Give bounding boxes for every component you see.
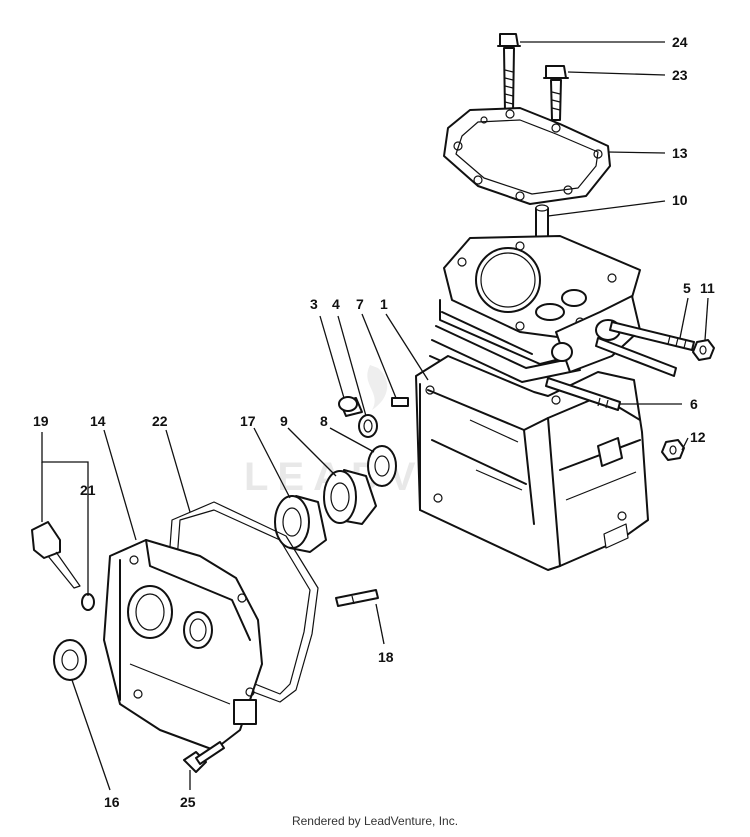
head-bolt-short (543, 65, 569, 121)
dowel-pin (535, 204, 549, 239)
ball-bearing (323, 469, 377, 525)
crankcase-cover (103, 539, 263, 751)
sealing-washer (358, 414, 378, 438)
callout-22: 22 (152, 413, 168, 429)
callout-5: 5 (683, 280, 691, 296)
footer-credit: Rendered by LeadVenture, Inc. (291, 814, 459, 828)
nut-upper (692, 339, 715, 361)
callout-24: 24 (672, 34, 688, 50)
cover-bolt (183, 741, 225, 773)
callout-9: 9 (280, 413, 288, 429)
callout-7: 7 (356, 296, 364, 312)
short-stud (545, 377, 621, 411)
callout-10: 10 (672, 192, 688, 208)
guide-pin (335, 589, 379, 607)
callout-19: 19 (33, 413, 49, 429)
nut-lower (661, 439, 685, 461)
callout-1: 1 (380, 296, 388, 312)
callout-23: 23 (672, 67, 688, 83)
oil-seal (53, 639, 87, 681)
callout-14: 14 (90, 413, 106, 429)
callout-16: 16 (104, 794, 120, 810)
head-bolt-long (497, 33, 521, 113)
cylinder-block (415, 235, 649, 571)
callout-labels: 24 23 13 10 5 11 6 12 1 7 4 3 8 9 17 22 … (33, 34, 715, 810)
oil-seal-small (367, 445, 397, 487)
callout-17: 17 (240, 413, 256, 429)
callout-4: 4 (332, 296, 340, 312)
callout-8: 8 (320, 413, 328, 429)
callout-3: 3 (310, 296, 318, 312)
leader-lines (41, 41, 709, 791)
cylinder-head-gasket (443, 107, 611, 205)
callout-13: 13 (672, 145, 688, 161)
drain-plug (338, 396, 363, 417)
o-ring (81, 593, 95, 611)
long-stud (595, 321, 695, 377)
small-pin (391, 397, 409, 407)
dipstick (31, 521, 81, 589)
callout-12: 12 (690, 429, 706, 445)
callout-6: 6 (690, 396, 698, 412)
callout-21: 21 (80, 482, 96, 498)
callout-11: 11 (700, 280, 715, 296)
callout-25: 25 (180, 794, 196, 810)
callout-18: 18 (378, 649, 394, 665)
